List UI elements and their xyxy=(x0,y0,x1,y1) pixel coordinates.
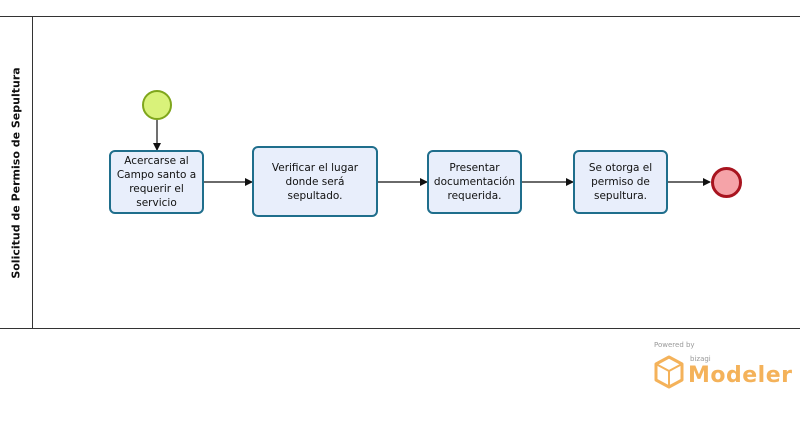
task-otorga[interactable]: Se otorga el permiso de sepultura. xyxy=(573,150,668,214)
task-label: Verificar el lugar donde será sepultado. xyxy=(271,161,359,202)
bizagi-logo-icon xyxy=(654,355,684,389)
powered-by-text: Powered by xyxy=(654,341,695,349)
task-label: Acercarse al Campo santo a requerir el s… xyxy=(116,155,197,209)
lane-header: Solicitud de Permiso de Sepultura xyxy=(0,17,33,328)
task-label: Presentar documentación requerida. xyxy=(433,162,516,202)
start-event[interactable] xyxy=(142,90,172,120)
brand-text: bizagi xyxy=(690,355,711,363)
end-event[interactable] xyxy=(711,167,742,198)
task-verificar[interactable]: Verificar el lugar donde será sepultado. xyxy=(252,146,378,217)
task-presentar[interactable]: Presentar documentación requerida. xyxy=(427,150,522,214)
task-label: Se otorga el permiso de sepultura. xyxy=(588,162,653,202)
pool: Solicitud de Permiso de Sepultura xyxy=(0,16,800,329)
product-name: Modeler xyxy=(688,363,793,388)
task-acercarse[interactable]: Acercarse al Campo santo a requerir el s… xyxy=(109,150,204,214)
powered-by-watermark: Powered by bizagi Modeler xyxy=(654,341,792,391)
